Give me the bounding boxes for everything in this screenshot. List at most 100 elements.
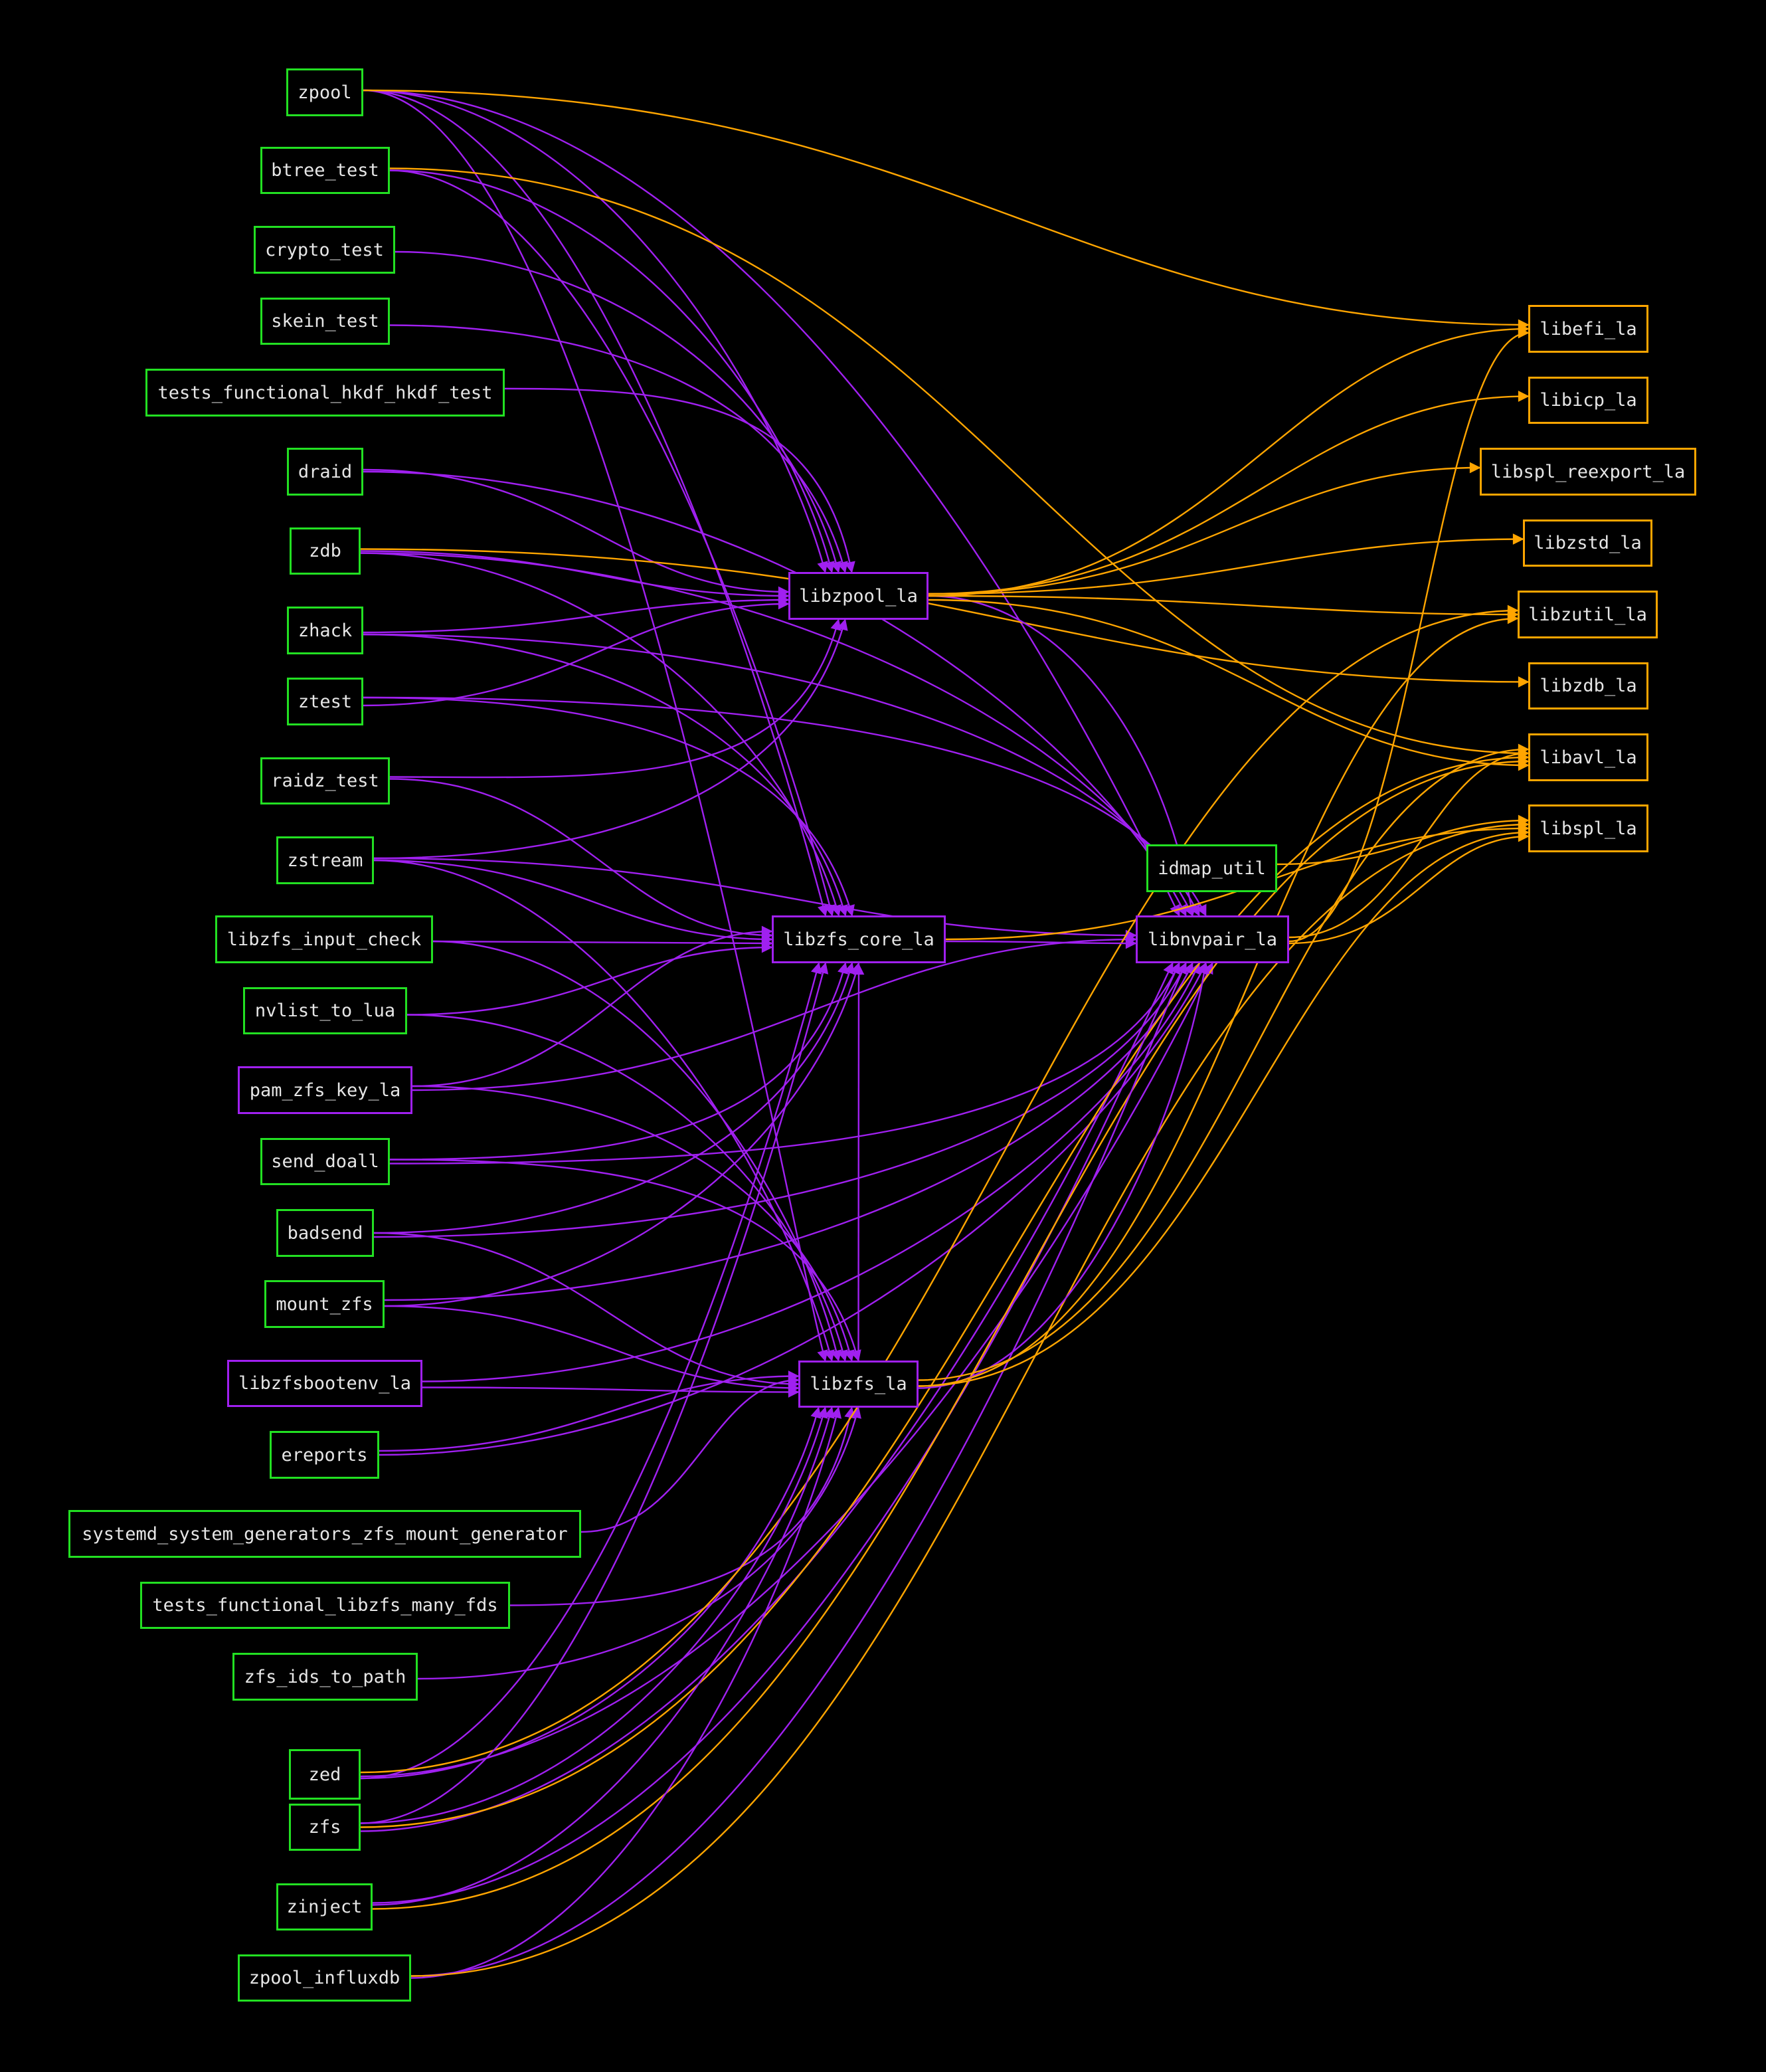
node-mount-zfs[interactable]: mount_zfs: [264, 1280, 385, 1328]
node-libzfs-core-la[interactable]: libzfs_core_la: [772, 915, 946, 963]
edge-badsend-to-libzfs-core-la: [373, 962, 855, 1234]
edge-libzpool-la-to-libavl-la: [928, 599, 1530, 771]
node-libnvpair-la[interactable]: libnvpair_la: [1136, 915, 1289, 963]
node-zpool[interactable]: zpool: [286, 68, 363, 116]
node-zstream[interactable]: zstream: [276, 836, 374, 884]
node-zfs[interactable]: zfs: [289, 1804, 361, 1851]
node-label: systemd_system_generators_zfs_mount_gene…: [82, 1523, 568, 1545]
edge-mount-zfs-to-libnvpair-la: [384, 962, 1193, 1301]
node-label: libzutil_la: [1528, 604, 1647, 625]
edge-zpool-influxdb-to-libnvpair-la: [410, 962, 1187, 1977]
edge-zstream-to-libzpool-la: [373, 618, 848, 860]
edge-zstream-to-libzfs-la: [373, 859, 835, 1362]
node-libefi-la[interactable]: libefi_la: [1528, 305, 1648, 353]
node-btree-test[interactable]: btree_test: [260, 147, 390, 194]
node-libicp-la[interactable]: libicp_la: [1528, 377, 1648, 424]
edge-libzpool-la-to-libnvpair-la: [928, 595, 1197, 917]
edge-zed-to-libzfs-core-la: [360, 962, 822, 1780]
node-zpool-influxdb[interactable]: zpool_influxdb: [238, 1954, 411, 2002]
edge-libzpool-la-to-libefi-la: [928, 323, 1530, 597]
edge-btree-test-to-libzpool-la: [389, 169, 835, 573]
node-libzutil-la[interactable]: libzutil_la: [1518, 591, 1658, 638]
node-systemd-system-generators-zfs-mount-generator[interactable]: systemd_system_generators_zfs_mount_gene…: [68, 1510, 581, 1558]
node-zed[interactable]: zed: [289, 1749, 361, 1800]
node-pam-zfs-key-la[interactable]: pam_zfs_key_la: [238, 1066, 412, 1114]
edge-badsend-to-libzfs-la: [373, 1232, 800, 1390]
edge-mount-zfs-to-libzfs-la: [384, 1305, 800, 1394]
edge-raidz-test-to-libzfs-core-la: [389, 778, 773, 941]
node-ztest[interactable]: ztest: [287, 678, 363, 725]
edge-send-doall-to-libnvpair-la: [389, 962, 1180, 1165]
node-label: ereports: [281, 1444, 368, 1465]
node-label: zhack: [298, 620, 353, 641]
node-libspl-la[interactable]: libspl_la: [1528, 804, 1648, 852]
node-label: zpool: [298, 82, 352, 103]
edge-zpool-to-libzpool-la: [363, 89, 828, 573]
node-send-doall[interactable]: send_doall: [260, 1138, 390, 1185]
node-libzpool-la[interactable]: libzpool_la: [788, 572, 928, 620]
node-libzfs-input-check[interactable]: libzfs_input_check: [215, 915, 433, 963]
node-label: zdb: [309, 541, 341, 561]
edge-zpool-to-libzfs-core-la: [363, 89, 829, 917]
node-libzdb-la[interactable]: libzdb_la: [1528, 662, 1648, 709]
node-nvlist-to-lua[interactable]: nvlist_to_lua: [243, 987, 407, 1034]
node-label: raidz_test: [271, 771, 379, 791]
node-zhack[interactable]: zhack: [287, 607, 363, 654]
node-label: libzfs_core_la: [783, 929, 934, 950]
node-ereports[interactable]: ereports: [270, 1431, 379, 1479]
edge-libzpool-la-to-libzstd-la: [928, 533, 1524, 595]
edge-libzfs-la-to-libavl-la: [918, 743, 1530, 1381]
node-label: libicp_la: [1540, 390, 1637, 411]
edge-zfs-to-libavl-la: [360, 751, 1530, 1828]
node-libzstd-la[interactable]: libzstd_la: [1523, 519, 1652, 567]
edge-zhack-to-libzfs-core-la: [363, 633, 849, 917]
node-skein-test[interactable]: skein_test: [260, 298, 390, 345]
node-label: skein_test: [271, 311, 379, 331]
node-label: zinject: [286, 1897, 363, 1917]
node-label: zpool_influxdb: [248, 1968, 400, 1988]
edge-ztest-to-libzfs-core-la: [363, 696, 855, 917]
node-label: zstream: [287, 850, 363, 871]
node-tests-functional-hkdf-hkdf-test[interactable]: tests_functional_hkdf_hkdf_test: [145, 369, 505, 417]
edge-libzfs-core-la-to-libnvpair-la: [945, 937, 1137, 949]
node-tests-functional-libzfs-many-fds[interactable]: tests_functional_libzfs_many_fds: [140, 1582, 510, 1629]
edge-nvlist-to-lua-to-libzfs-la: [406, 1014, 848, 1362]
edge-zpool-influxdb-to-libzfs-la: [410, 1406, 842, 1979]
edge-zfs-to-libzfs-la: [360, 1406, 828, 1824]
edge-zdb-to-libzfs-core-la: [360, 552, 842, 917]
edge-libnvpair-la-to-libspl-la: [1288, 830, 1530, 945]
edge-libzfs-input-check-to-libzfs-la: [432, 940, 842, 1362]
edge-libzfs-la-to-libspl-la: [918, 826, 1530, 1387]
node-zdb[interactable]: zdb: [290, 527, 361, 575]
node-label: badsend: [287, 1222, 363, 1244]
node-raidz-test[interactable]: raidz_test: [260, 757, 390, 804]
edge-zhack-to-libzpool-la: [363, 594, 790, 634]
edge-send-doall-to-libzfs-la: [389, 1159, 861, 1362]
edge-draid-to-libnvpair-la: [363, 470, 1187, 917]
node-badsend[interactable]: badsend: [276, 1209, 374, 1257]
node-crypto-test[interactable]: crypto_test: [254, 226, 395, 274]
edge-ereports-to-libzfs-la: [379, 1370, 800, 1452]
edge-skein-test-to-libzpool-la: [389, 324, 848, 573]
node-libspl-reexport-la[interactable]: libspl_reexport_la: [1480, 448, 1696, 496]
edge-raidz-test-to-libzpool-la: [389, 618, 841, 779]
node-libzfs-la[interactable]: libzfs_la: [798, 1361, 919, 1408]
node-label: crypto_test: [265, 239, 384, 260]
node-zfs-ids-to-path[interactable]: zfs_ids_to_path: [232, 1653, 418, 1701]
node-zinject[interactable]: zinject: [276, 1883, 373, 1931]
edge-libnvpair-la-to-libavl-la: [1288, 747, 1530, 939]
node-libavl-la[interactable]: libavl_la: [1528, 733, 1648, 781]
edge-zhack-to-libnvpair-la: [363, 633, 1200, 917]
node-label: libzstd_la: [1534, 533, 1642, 553]
node-label: tests_functional_libzfs_many_fds: [152, 1595, 498, 1616]
node-label: btree_test: [271, 160, 379, 181]
node-libzfsbootenv-la[interactable]: libzfsbootenv_la: [227, 1360, 422, 1407]
edge-draid-to-libzpool-la: [363, 468, 790, 598]
edge-tests-functional-hkdf-hkdf-test-to-libzpool-la: [504, 387, 855, 573]
edge-libzfsbootenv-la-to-libnvpair-la: [422, 962, 1200, 1382]
node-idmap-util[interactable]: idmap_util: [1146, 844, 1277, 892]
edge-btree-test-to-libavl-la: [389, 167, 1530, 759]
node-draid[interactable]: draid: [287, 448, 363, 496]
edge-zpool-to-libefi-la: [363, 89, 1530, 331]
node-label: libzpool_la: [799, 585, 918, 607]
